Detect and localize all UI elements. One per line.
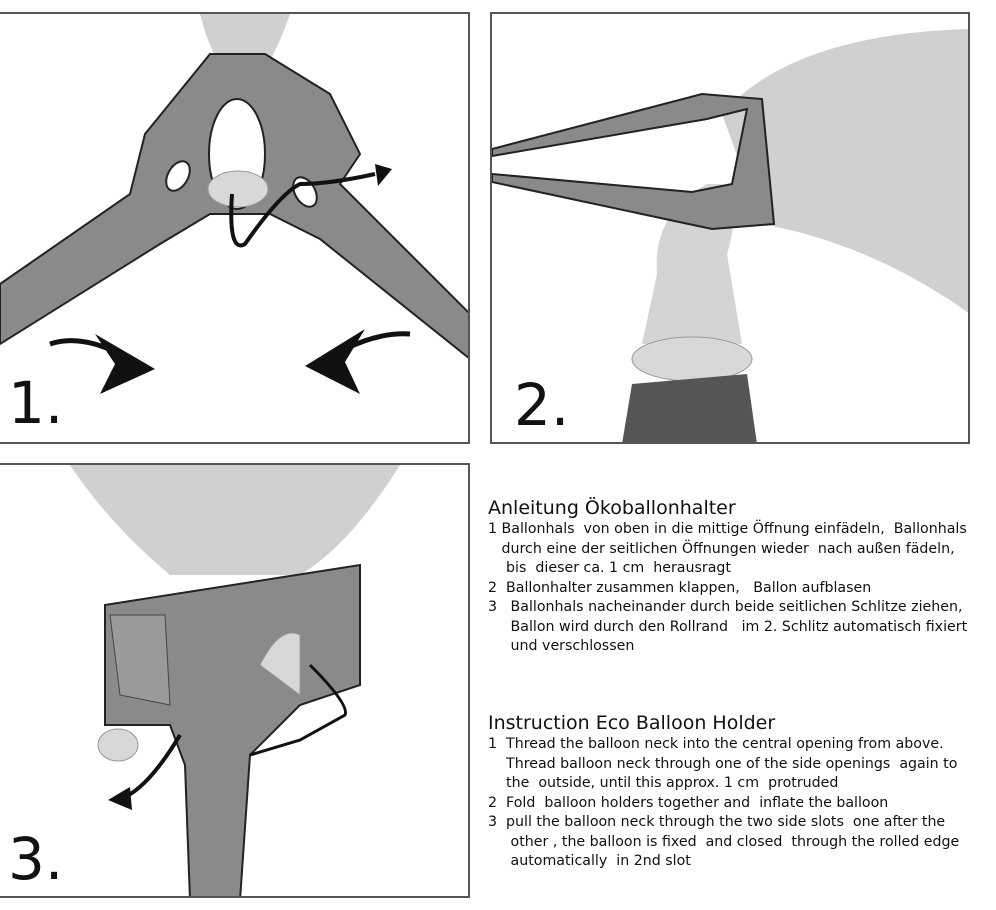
step-2-illustration <box>492 29 968 442</box>
arrow-head-icon <box>305 329 365 394</box>
instruction-line: durch eine der seitlichen Öffnungen wied… <box>488 540 955 557</box>
folded-holder <box>492 92 776 231</box>
english-title: Instruction Eco Balloon Holder <box>488 712 776 734</box>
instruction-line: the outside, until this approx. 1 cm pro… <box>488 775 839 791</box>
german-instructions: Anleitung Ökoballonhalter 1 Ballonhals v… <box>488 497 967 657</box>
step-3-panel: 3. <box>0 463 470 898</box>
holder-flap <box>109 614 171 706</box>
instruction-line: Thread balloon neck through one of the s… <box>488 755 958 772</box>
german-title: Anleitung Ökoballonhalter <box>488 497 736 519</box>
instruction-line: 2 Fold balloon holders together and infl… <box>488 794 889 811</box>
step-number: 1. <box>8 369 64 437</box>
instruction-line: und verschlossen <box>488 638 635 654</box>
instruction-line: other , the balloon is fixed and closed … <box>488 833 960 850</box>
instruction-line: 1 Ballonhals von oben in die mittige Öff… <box>488 521 967 537</box>
step-number: 2. <box>514 371 570 439</box>
step-1-panel: 1. <box>0 12 470 444</box>
english-instructions: Instruction Eco Balloon Holder 1 Thread … <box>488 712 959 872</box>
rolled-edge <box>631 336 753 382</box>
rolled-edge <box>97 728 139 762</box>
instruction-line: 2 Ballonhalter zusammen klappen, Ballon … <box>488 579 872 596</box>
balloon-neck <box>207 170 269 208</box>
threading-arrow-line <box>229 172 376 248</box>
neck-outline <box>249 663 348 757</box>
side-opening-left <box>165 160 191 192</box>
instruction-line: bis dieser ca. 1 cm herausragt <box>488 560 731 576</box>
arrow-head-icon <box>95 334 155 394</box>
instruction-line: 3 Ballonhals nacheinander durch beide se… <box>488 599 963 615</box>
step-2-panel: 2. <box>490 12 970 444</box>
instruction-line: 1 Thread the balloon neck into the centr… <box>488 736 944 752</box>
step-3-illustration <box>70 465 400 896</box>
instruction-line: 3 pull the balloon neck through the two … <box>488 814 946 830</box>
arrow-head-icon <box>108 787 132 810</box>
arrow-head-icon <box>375 164 392 186</box>
step-1-illustration <box>0 14 468 394</box>
instruction-line: automatically in 2nd slot <box>488 853 691 869</box>
instruction-line: Ballon wird durch den Rollrand im 2. Sch… <box>488 618 968 635</box>
balloon-neck <box>259 632 301 696</box>
balloon-shape <box>722 29 968 313</box>
step-number: 3. <box>8 825 64 893</box>
valve-base <box>622 374 757 442</box>
balloon-shape <box>70 465 400 575</box>
